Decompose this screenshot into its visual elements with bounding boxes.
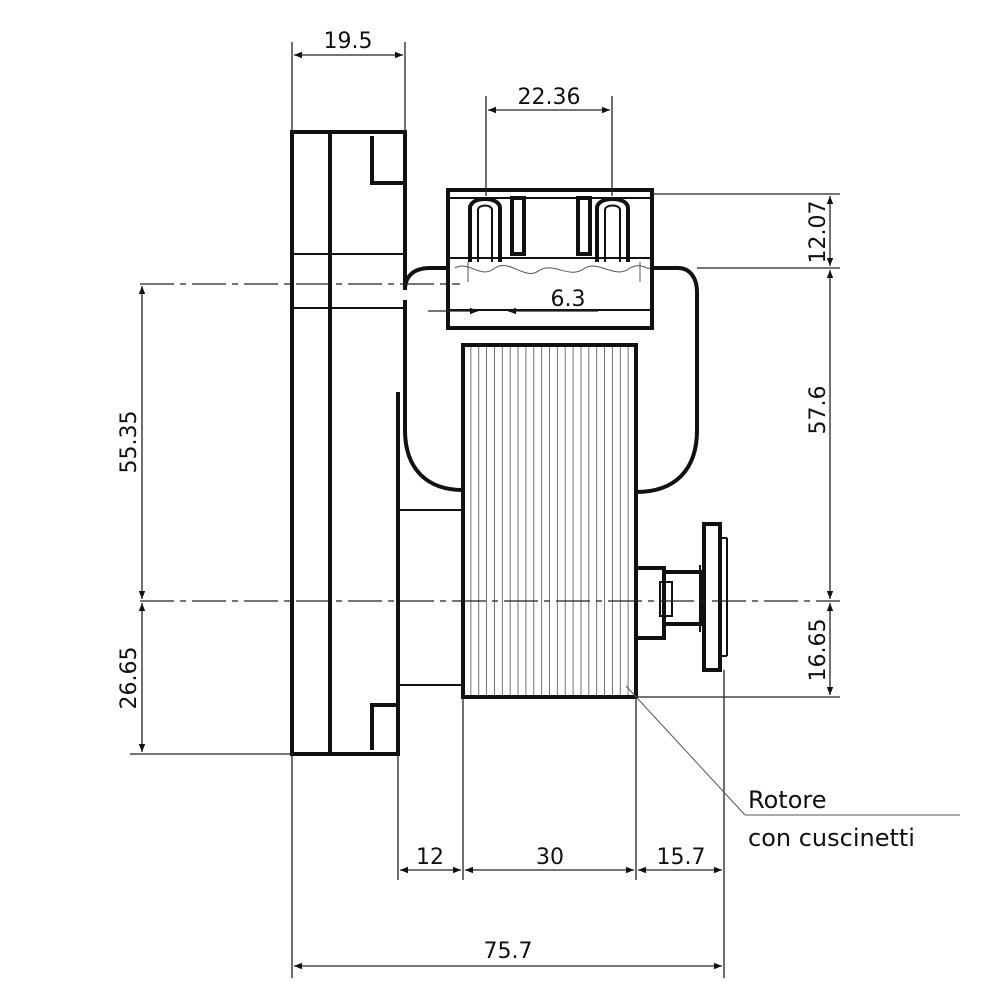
dim-upper-height: 55.35 xyxy=(117,411,142,474)
dim-terminal-spacing: 22.36 xyxy=(518,85,581,110)
rotor-annotation: Rotore con cuscinetti xyxy=(748,786,915,852)
dim-terminal-height: 12.07 xyxy=(806,201,831,264)
dim-top-width: 19.5 xyxy=(324,29,373,54)
motor-housing xyxy=(398,266,699,686)
dim-lower-height: 26.65 xyxy=(117,647,142,710)
annotation-line2: con cuscinetti xyxy=(748,824,915,852)
dim-center-to-bottom: 16.65 xyxy=(806,619,831,682)
dim-flange-depth: 12 xyxy=(416,845,444,870)
extension-lines xyxy=(130,42,840,978)
dim-terminal-width: 6.3 xyxy=(551,287,586,312)
centerlines xyxy=(140,283,840,602)
dim-overall-length: 75.7 xyxy=(484,939,533,964)
rotor xyxy=(461,343,638,699)
dimension-lines xyxy=(138,51,834,970)
shaft-and-hub xyxy=(634,522,728,672)
terminal-block xyxy=(446,188,654,330)
dim-shaft-length: 15.7 xyxy=(657,845,706,870)
dimension-labels: 19.5 22.36 12.07 6.3 57.6 16.65 55.35 26… xyxy=(117,29,831,964)
rotor-leader xyxy=(625,685,960,816)
mounting-flange xyxy=(290,130,407,756)
rotor-laminations xyxy=(470,347,629,695)
annotation-line1: Rotore xyxy=(748,786,826,814)
dim-rotor-length: 30 xyxy=(536,845,564,870)
dim-center-to-top: 57.6 xyxy=(806,386,831,435)
